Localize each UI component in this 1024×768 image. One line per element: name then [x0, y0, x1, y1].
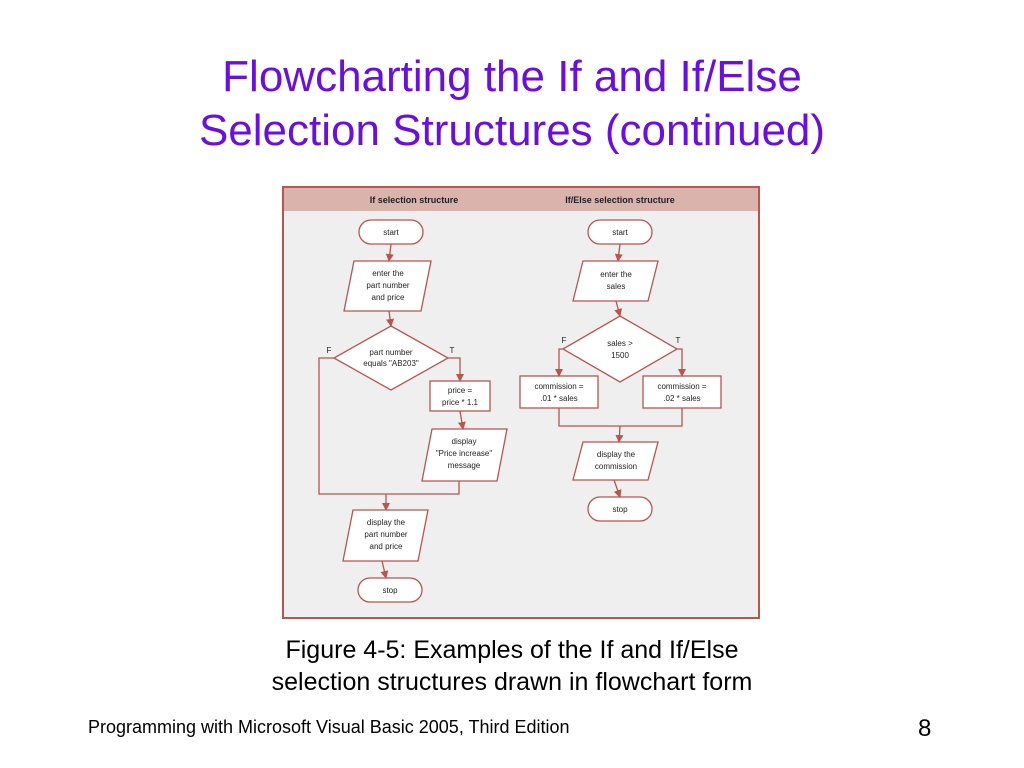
if-input-line-1: enter the [372, 269, 404, 278]
if-stop-terminal [357, 577, 423, 603]
slide-title-line-1: Flowcharting the If and If/Else [222, 52, 802, 101]
if-display-message-parallelogram [421, 428, 508, 482]
if-connector-display-merge [386, 481, 460, 495]
if-decision-line-1: part number [369, 348, 412, 357]
ifelse-false-label: F [562, 336, 567, 345]
ifelse-connector-false-branch [555, 348, 563, 377]
if-connector-false-branch [318, 357, 386, 495]
ifelse-connector-display-stop [613, 479, 622, 498]
if-connector-true-branch [448, 357, 464, 382]
if-decision-line-2: equals "AB203" [363, 359, 419, 368]
if-start-label: start [383, 228, 399, 237]
ifelse-true-process-rect [642, 375, 722, 409]
ifelse-connector-merge-display [615, 425, 624, 443]
flowchart-figure: If selection structure If/Else selection… [284, 188, 758, 603]
if-true-label: T [450, 346, 455, 355]
ifelse-true-process-line-2: .02 * sales [663, 394, 700, 403]
if-connector-process-display [457, 410, 466, 430]
if-process-line-2: price * 1.1 [442, 398, 479, 407]
if-process-line-1: price = [448, 386, 473, 395]
if-connector-input-decision [386, 310, 395, 327]
if-input-parallelogram [343, 260, 432, 312]
ifelse-decision-diamond [561, 315, 679, 383]
if-connector-output-stop [380, 560, 389, 579]
if-stop-label: stop [382, 586, 398, 595]
slide-title-line-2: Selection Structures (continued) [198, 106, 826, 155]
ifelse-connector-true-merge [620, 408, 683, 427]
if-display-output-parallelogram [342, 509, 429, 562]
if-decision-diamond [332, 325, 450, 391]
ifelse-decision-line-1: sales > [607, 339, 633, 348]
ifelse-connector-true-branch [677, 348, 686, 377]
if-input-line-3: and price [372, 293, 405, 302]
ifelse-input-line-2: sales [607, 282, 626, 291]
header-ifelse-selection: If/Else selection structure [565, 195, 675, 205]
ifelse-false-process-rect [519, 375, 599, 409]
ifelse-input-parallelogram [572, 260, 659, 302]
ifelse-connector-input-decision [614, 300, 623, 317]
ifelse-connector-start-input [614, 243, 623, 262]
ifelse-false-process-line-1: commission = [534, 382, 583, 391]
figure-header-band [284, 188, 758, 211]
ifelse-input-line-1: enter the [600, 270, 632, 279]
ifelse-start-label: start [612, 228, 628, 237]
if-display-output-line-1: display the [367, 518, 406, 527]
ifelse-display-parallelogram [572, 441, 659, 481]
ifelse-true-label: T [676, 336, 681, 345]
if-false-label: F [327, 346, 332, 355]
caption-line-2: selection structures drawn in flowchart … [271, 668, 753, 696]
ifelse-decision-line-2: 1500 [611, 351, 629, 360]
ifelse-true-process-line-1: commission = [657, 382, 706, 391]
page-number: 8 [918, 715, 932, 742]
ifelse-stop-label: stop [612, 505, 628, 514]
ifelse-display-line-1: display the [597, 450, 636, 459]
caption-line-1: Figure 4-5: Examples of the If and If/El… [285, 636, 739, 664]
if-input-line-2: part number [366, 281, 409, 290]
ifelse-false-process-line-2: .01 * sales [540, 394, 577, 403]
if-display-message-line-3: message [448, 461, 481, 470]
if-display-output-line-3: and price [370, 542, 403, 551]
if-connector-start-input [385, 243, 394, 262]
figure-caption: Figure 4-5: Examples of the If and If/El… [0, 634, 1024, 698]
if-display-output-line-2: part number [364, 530, 407, 539]
ifelse-display-line-2: commission [595, 462, 637, 471]
slide-footer: Programming with Microsoft Visual Basic … [88, 717, 570, 737]
ifelse-connector-false-merge [558, 408, 620, 427]
slide-title: Flowcharting the If and If/Else Selectio… [0, 50, 1024, 158]
header-if-selection: If selection structure [370, 195, 459, 205]
if-display-message-line-1: display [452, 437, 477, 446]
if-display-message-line-2: "Price increase" [436, 449, 493, 458]
